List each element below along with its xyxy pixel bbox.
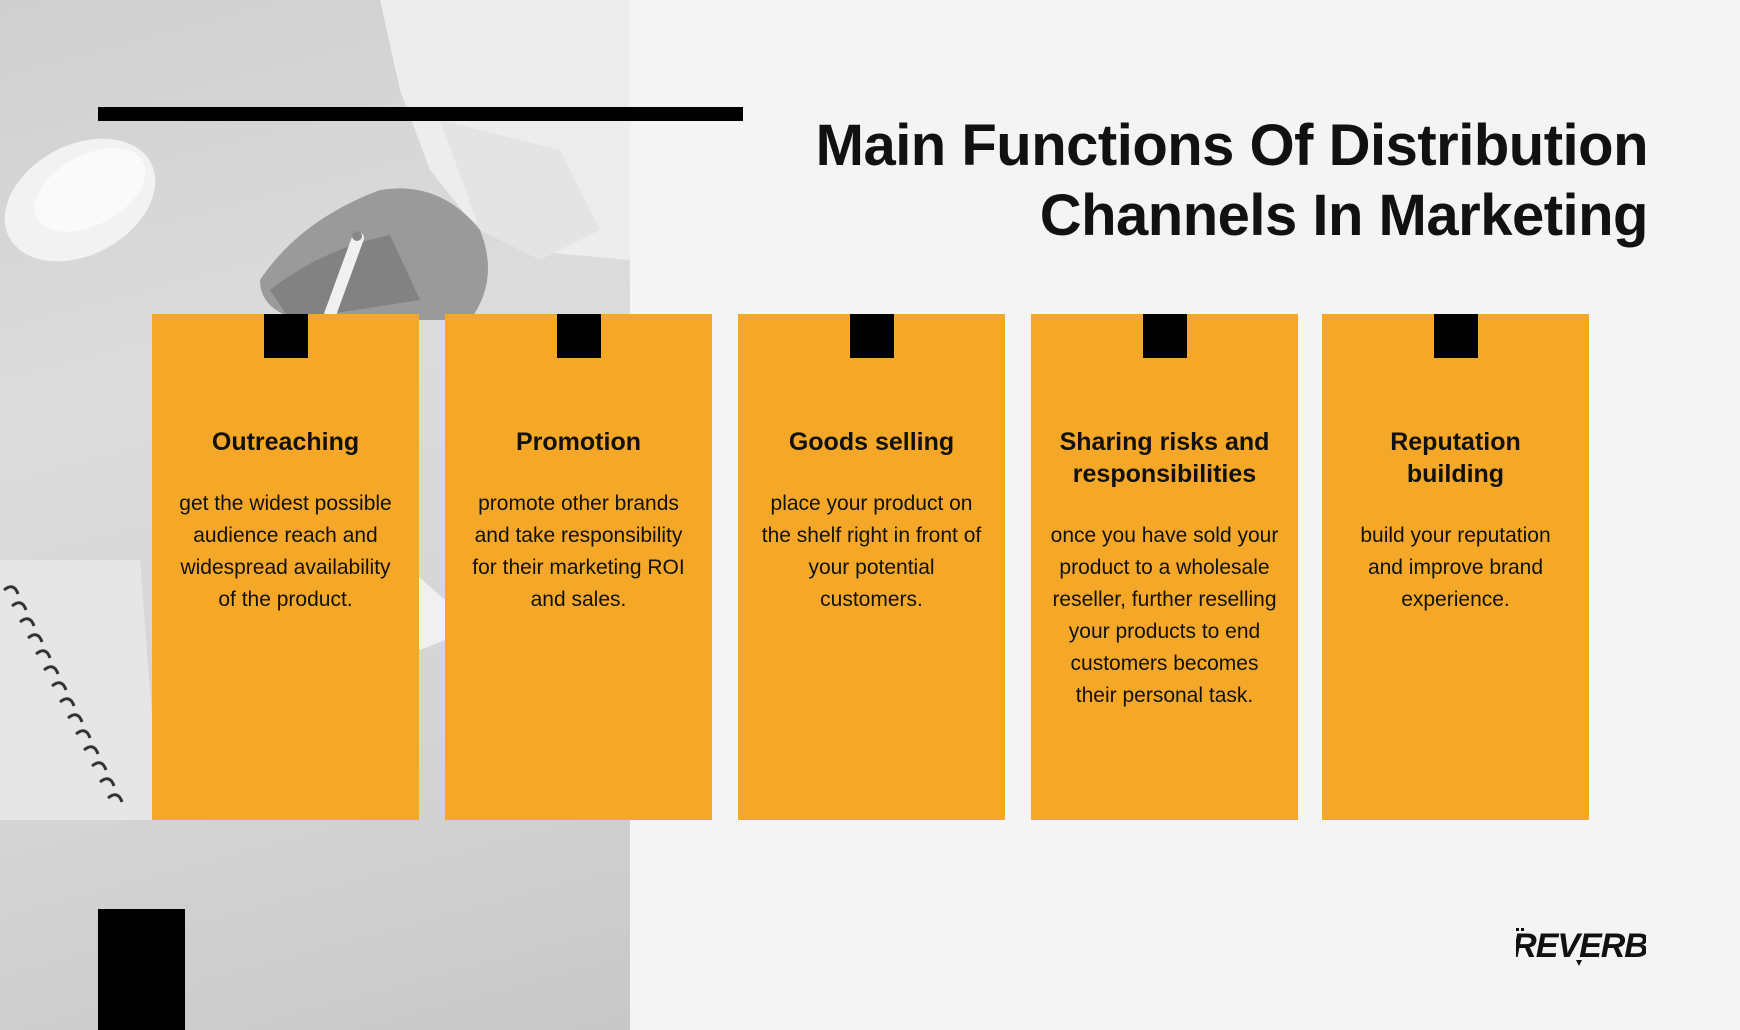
card-promotion: Promotion promote other brands and take … [445, 314, 712, 820]
card-heading: Promotion [516, 428, 641, 456]
card-body: place your product on the shelf right in… [761, 492, 982, 611]
reverb-logo: REVERB [1516, 927, 1646, 966]
card-tab [263, 314, 308, 358]
card-tab [1142, 314, 1187, 358]
function-cards: Outreaching get the widest possible audi… [0, 314, 1740, 820]
logo-text: REVERB [1516, 927, 1646, 965]
card-tab [1433, 314, 1478, 358]
card-reputation-building: Reputation building build your reputatio… [1322, 314, 1589, 820]
card-body: once you have sold your product to a who… [1050, 524, 1279, 707]
card-heading: Outreaching [211, 428, 360, 456]
card-heading: Reputation building [1390, 428, 1521, 488]
card-body: promote other brands and take responsibi… [472, 492, 685, 611]
accent-line [98, 107, 743, 121]
card-tab [556, 314, 601, 358]
card-tab [849, 314, 894, 358]
corner-block [98, 909, 185, 1030]
card-body: build your reputation and improve brand … [1360, 524, 1551, 611]
card-sharing-risks: Sharing risks and responsibilities once … [1031, 314, 1298, 820]
card-heading: Goods selling [788, 428, 955, 456]
page-title: Main Functions Of Distribution Channels … [815, 112, 1649, 248]
card-goods-selling: Goods selling place your product on the … [738, 314, 1005, 820]
card-outreaching: Outreaching get the widest possible audi… [152, 314, 419, 820]
card-heading: Sharing risks and responsibilities [1059, 428, 1270, 488]
card-body: get the widest possible audience reach a… [179, 492, 392, 611]
